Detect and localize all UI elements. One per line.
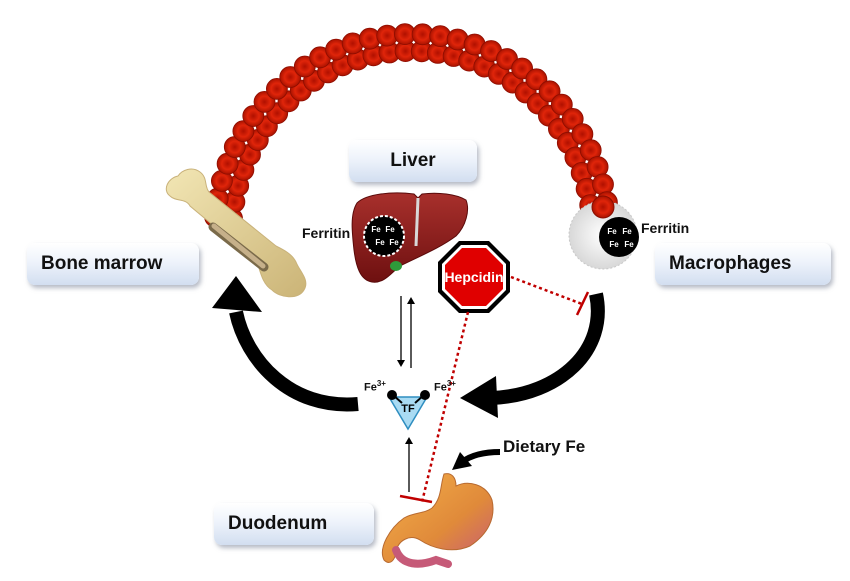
arrow-tf-to-bone-marrow [229,310,359,412]
fe-symbol: Fe [389,238,399,247]
bone-marrow-label: Bone marrow [41,253,163,274]
arrow-macrophage-to-tf [491,292,605,405]
liver-icon [351,192,469,283]
bone-icon [165,168,307,298]
macrophages-label: Macrophages [669,253,792,274]
liver-label: Liver [390,150,436,171]
arrow-dietary-fe-to-stomach [460,449,501,465]
tf-label: TF [401,403,415,415]
macrophages-label-box: Macrophages [655,243,831,285]
transferrin-triangle-icon: TF [387,390,430,431]
fe-symbol: Fe [622,227,632,236]
fe3-charge: 3+ [376,379,386,388]
liver-label-box: Liver [349,140,477,182]
fe3-left-label: Fe3+ [364,379,386,394]
fe-symbol: Fe [385,225,395,234]
fe-symbol: Fe [609,240,619,249]
duodenum-label: Duodenum [228,513,328,534]
macrophage-ferritin-fe: Fe Fe Fe Fe [607,227,634,249]
ferritin-liver-label: Ferritin [302,225,351,241]
fe3-base: Fe [364,381,377,394]
duodenum-label-box: Duodenum [214,503,374,545]
hepcidin-stop-sign-icon [438,241,510,313]
fe3-charge: 3+ [446,379,456,388]
red-blood-cell-arc [204,23,621,233]
ferritin-macrophage-label: Ferritin [641,220,690,236]
fe-symbol: Fe [371,225,381,234]
hepcidin-label: Hepcidin [444,269,503,285]
hepcidin-inhibition-lines [399,275,590,504]
flow-arrows [212,276,605,470]
stomach-icon [382,473,494,568]
macrophage-ferritin-core-icon [599,217,639,257]
liver-ferritin-fe: Fe Fe Fe Fe [371,225,399,247]
macrophage-icon [568,195,639,270]
fe-symbol: Fe [375,238,385,247]
fe-symbol: Fe [607,227,617,236]
dietary-fe-label: Dietary Fe [503,437,586,456]
fe-symbol: Fe [624,240,634,249]
bone-marrow-label-box: Bone marrow [27,243,199,285]
liver-ferritin-core-icon [363,215,405,257]
thin-arrows [397,296,415,492]
fe3-base: Fe [434,381,447,394]
red-blood-cell-icon [592,173,614,196]
fe3-right-label: Fe3+ [434,379,456,394]
